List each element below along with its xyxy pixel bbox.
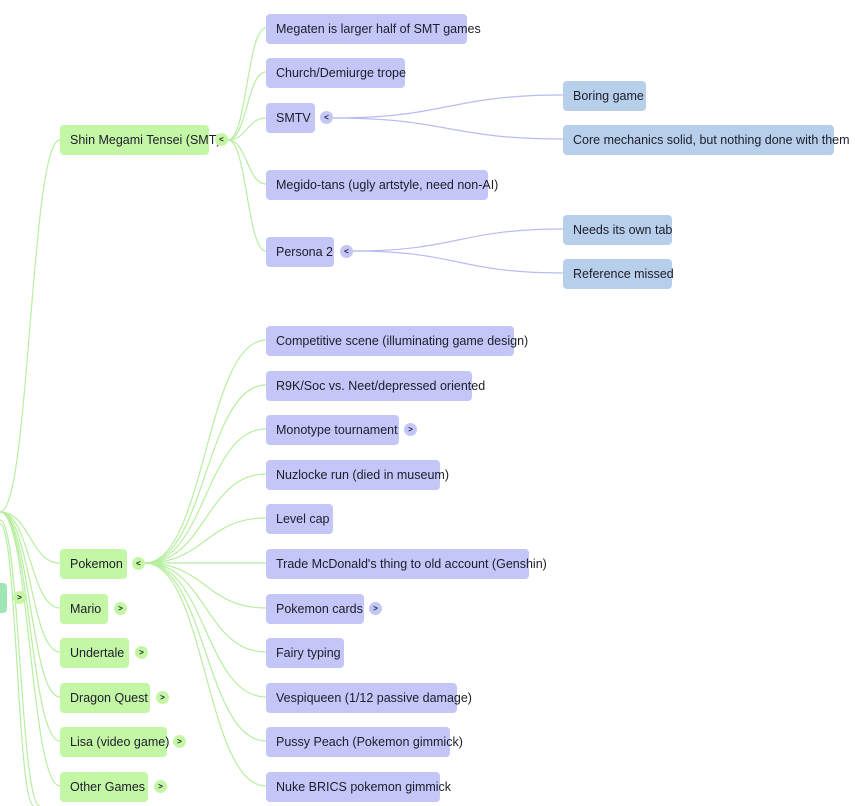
pokemon-nuke-brics[interactable]: Nuke BRICS pokemon gimmick <box>266 772 451 802</box>
persona2-reference-missed[interactable]: Reference missed <box>563 259 674 289</box>
topic-mario[interactable]: Mario <box>60 594 108 624</box>
pokemon-fairy-typing[interactable]: Fairy typing <box>266 638 344 668</box>
link-persona2-reference <box>352 250 564 274</box>
root-expand-toggle[interactable]: > <box>13 591 26 604</box>
persona2-own-tab[interactable]: Needs its own tab <box>563 215 672 245</box>
link-pokemon-fairy <box>144 562 267 653</box>
link-smt-smtv <box>227 117 267 141</box>
link-smt-megido <box>227 139 267 185</box>
monotype-expand-toggle[interactable]: > <box>404 423 417 436</box>
pokemon-nuzlocke-run[interactable]: Nuzlocke run (died in museum) <box>266 460 449 490</box>
link-root-other-games <box>0 511 61 787</box>
link-root-lisa <box>0 511 61 742</box>
link-root-offscreen-1 <box>0 519 41 806</box>
smtv-collapse-toggle[interactable]: < <box>320 111 333 124</box>
mario-expand-toggle[interactable]: > <box>114 602 127 615</box>
dragon-quest-expand-toggle[interactable]: > <box>156 691 169 704</box>
smt-megido-tans[interactable]: Megido-tans (ugly artstyle, need non-AI) <box>266 170 498 200</box>
topic-undertale[interactable]: Undertale <box>60 638 129 668</box>
link-smt-megaten <box>227 27 267 141</box>
link-root-mario <box>0 511 61 609</box>
link-pokemon-cards <box>144 562 267 609</box>
pokemon-level-cap[interactable]: Level cap <box>266 504 333 534</box>
link-root-smt <box>0 139 61 513</box>
link-root-dragon-quest <box>0 511 61 698</box>
smt-church-demiurge[interactable]: Church/Demiurge trope <box>266 58 406 88</box>
other-games-expand-toggle[interactable]: > <box>154 780 167 793</box>
lisa-expand-toggle[interactable]: > <box>173 735 186 748</box>
pokemon-cards-expand-toggle[interactable]: > <box>369 602 382 615</box>
persona2-collapse-toggle[interactable]: < <box>340 245 353 258</box>
pokemon-vespiqueen[interactable]: Vespiqueen (1/12 passive damage) <box>266 683 472 713</box>
pokemon-cards[interactable]: Pokemon cards <box>266 594 364 624</box>
root-node-stub[interactable] <box>0 583 7 613</box>
smt-smtv[interactable]: SMTV <box>266 103 315 133</box>
link-pokemon-nuke-brics <box>144 562 267 787</box>
pokemon-trade-mcdonalds[interactable]: Trade McDonald's thing to old account (G… <box>266 549 547 579</box>
smt-collapse-toggle[interactable]: < <box>215 133 228 146</box>
pokemon-pussy-peach[interactable]: Pussy Peach (Pokemon gimmick) <box>266 727 463 757</box>
topic-smt[interactable]: Shin Megami Tensei (SMT) <box>60 125 221 155</box>
topic-pokemon[interactable]: Pokemon <box>60 549 127 579</box>
link-smt-church <box>227 71 267 141</box>
link-pokemon-nuzlocke <box>144 473 267 564</box>
pokemon-monotype-tournament[interactable]: Monotype tournament <box>266 415 399 445</box>
topic-lisa[interactable]: Lisa (video game) <box>60 727 169 757</box>
undertale-expand-toggle[interactable]: > <box>135 646 148 659</box>
smtv-core-mechanics[interactable]: Core mechanics solid, but nothing done w… <box>563 125 850 155</box>
link-smt-persona2 <box>227 139 267 252</box>
link-pokemon-level-cap <box>144 517 267 564</box>
pokemon-collapse-toggle[interactable]: < <box>132 557 145 570</box>
link-pokemon-pussy-peach <box>144 562 267 742</box>
smt-persona-2[interactable]: Persona 2 <box>266 237 334 267</box>
link-smtv-boring <box>332 94 564 119</box>
pokemon-r9k-soc[interactable]: R9K/Soc vs. Neet/depressed oriented <box>266 371 485 401</box>
smt-megaten[interactable]: Megaten is larger half of SMT games <box>266 14 481 44</box>
link-root-undertale <box>0 511 61 653</box>
link-pokemon-r9k <box>144 384 267 564</box>
link-persona2-own-tab <box>352 228 564 252</box>
link-root-pokemon <box>0 511 61 564</box>
link-smtv-core <box>332 117 564 140</box>
topic-dragon-quest[interactable]: Dragon Quest <box>60 683 150 713</box>
smtv-boring-game[interactable]: Boring game <box>563 81 646 111</box>
link-root-offscreen-2 <box>0 523 35 806</box>
link-pokemon-competitive <box>144 339 267 564</box>
link-pokemon-vespiqueen <box>144 562 267 698</box>
link-pokemon-monotype <box>144 428 267 564</box>
pokemon-competitive-scene[interactable]: Competitive scene (illuminating game des… <box>266 326 528 356</box>
topic-other-games[interactable]: Other Games <box>60 772 148 802</box>
